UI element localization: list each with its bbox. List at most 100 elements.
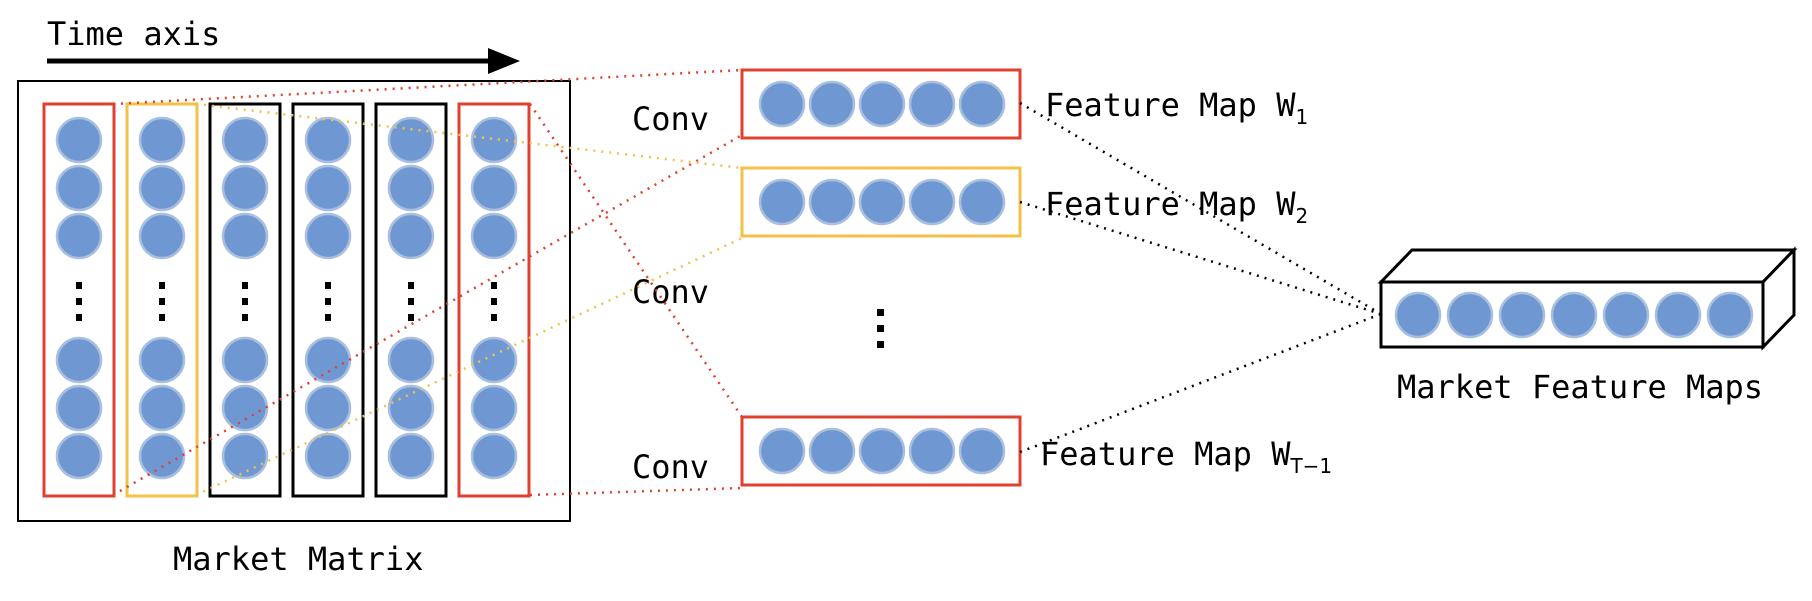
node-circle xyxy=(1654,291,1702,339)
time-axis: Time axis xyxy=(47,15,520,74)
matrix-column-5 xyxy=(374,102,448,498)
node-circle xyxy=(1498,291,1546,339)
node-circle xyxy=(387,116,435,164)
market-matrix-columns xyxy=(42,102,531,498)
node-circle xyxy=(138,164,186,212)
matrix-column-1 xyxy=(42,102,116,498)
matrix-column-6 xyxy=(457,102,531,498)
ellipsis-dot xyxy=(242,314,248,321)
node-circle xyxy=(304,336,352,384)
ellipsis-dot xyxy=(408,282,414,289)
node-circle xyxy=(470,432,518,480)
node-circle xyxy=(1394,291,1442,339)
node-circle xyxy=(221,432,269,480)
node-circle xyxy=(55,432,103,480)
feature-map-3 xyxy=(740,415,1022,487)
matrix-column-2 xyxy=(125,102,199,498)
node-circle xyxy=(55,164,103,212)
feature-map-ellipsis xyxy=(877,309,884,348)
node-circle xyxy=(221,116,269,164)
node-circle xyxy=(55,212,103,260)
market-feature-maps-label: Market Feature Maps xyxy=(1397,368,1763,406)
node-circle xyxy=(958,178,1006,226)
node-circle xyxy=(470,384,518,432)
feature-map-label-2: Feature Map W2 xyxy=(1045,185,1308,228)
node-circle xyxy=(304,116,352,164)
time-axis-arrowhead xyxy=(488,48,520,74)
node-circle xyxy=(138,432,186,480)
ellipsis-dot xyxy=(325,314,331,321)
feature-map-label-1: Feature Map W1 xyxy=(1045,86,1308,129)
node-circle xyxy=(808,427,856,475)
connector-red xyxy=(112,68,743,106)
node-circle xyxy=(758,427,806,475)
feature-maps xyxy=(740,68,1022,487)
ellipsis-dot xyxy=(325,298,331,305)
ellipsis-dot xyxy=(491,282,497,289)
connector-black xyxy=(1019,101,1382,316)
ellipsis-dot xyxy=(242,298,248,305)
matrix-column-border xyxy=(208,102,282,498)
matrix-column-border xyxy=(291,102,365,498)
node-circle xyxy=(221,384,269,432)
feature-map-label-3: Feature Map WT−1 xyxy=(1040,435,1332,478)
node-circle xyxy=(1446,291,1494,339)
node-circle xyxy=(1602,291,1650,339)
matrix-column-border xyxy=(42,102,116,498)
ellipsis-dot xyxy=(159,298,165,305)
matrix-column-border xyxy=(374,102,448,498)
connectors xyxy=(112,68,1382,497)
ellipsis-dot xyxy=(877,341,884,348)
box-top-face xyxy=(1377,248,1798,284)
node-circle xyxy=(808,80,856,128)
connector-red xyxy=(529,486,743,497)
conv-label-2: Conv xyxy=(632,273,709,311)
ellipsis-dot xyxy=(325,282,331,289)
node-circle xyxy=(304,384,352,432)
ellipsis-dot xyxy=(76,298,82,305)
time-axis-label: Time axis xyxy=(47,15,220,53)
ellipsis-dot xyxy=(242,282,248,289)
market-matrix-frame xyxy=(17,80,571,522)
node-circle xyxy=(55,384,103,432)
node-circle xyxy=(138,336,186,384)
node-circle xyxy=(55,116,103,164)
node-circle xyxy=(304,164,352,212)
ellipsis-dot xyxy=(76,314,82,321)
ellipsis-dot xyxy=(76,282,82,289)
node-circle xyxy=(858,427,906,475)
node-circle xyxy=(470,212,518,260)
ellipsis-dot xyxy=(877,309,884,316)
ellipsis-dot xyxy=(877,325,884,332)
node-circle xyxy=(387,212,435,260)
market-feature-maps-box xyxy=(1377,246,1798,351)
market-feature-nodes xyxy=(1394,291,1754,339)
feature-map-1 xyxy=(740,68,1022,140)
node-circle xyxy=(1550,291,1598,339)
ellipsis-dot xyxy=(408,298,414,305)
node-circle xyxy=(958,427,1006,475)
node-circle xyxy=(138,116,186,164)
node-circle xyxy=(958,80,1006,128)
node-circle xyxy=(758,80,806,128)
node-circle xyxy=(138,384,186,432)
node-circle xyxy=(858,80,906,128)
node-circle xyxy=(470,116,518,164)
node-circle xyxy=(221,212,269,260)
ellipsis-dot xyxy=(159,282,165,289)
connector-black xyxy=(1019,312,1382,454)
node-circle xyxy=(470,336,518,384)
node-circle xyxy=(387,432,435,480)
ellipsis-dot xyxy=(408,314,414,321)
node-circle xyxy=(908,427,956,475)
conv-label-1: Conv xyxy=(632,100,709,138)
connector-red xyxy=(112,133,743,497)
node-circle xyxy=(387,384,435,432)
node-circle xyxy=(808,178,856,226)
node-circle xyxy=(55,336,103,384)
connector-red xyxy=(528,103,744,418)
node-circle xyxy=(908,80,956,128)
conv-label-3: Conv xyxy=(632,448,709,486)
node-circle xyxy=(221,164,269,212)
